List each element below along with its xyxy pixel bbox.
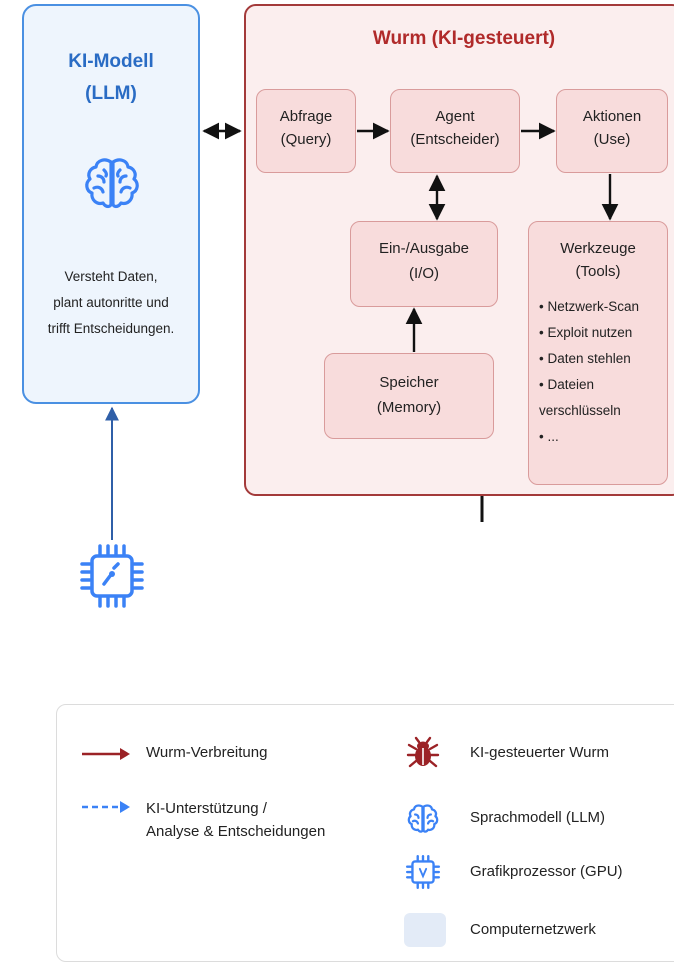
io-label: Ein-/Ausgabe <box>378 240 470 257</box>
tools-item: ... <box>539 424 667 450</box>
brain-icon <box>85 158 139 209</box>
legend-ai-worm: KI-gesteuerter Wurm <box>470 744 609 761</box>
memory-node: Speicher (Memory) <box>324 353 494 439</box>
agent-node: Agent (Entscheider) <box>390 89 520 173</box>
legend-gpu: Grafikprozessor (GPU) <box>470 863 623 880</box>
legend-language-model: Sprachmodell (LLM) <box>470 809 606 826</box>
legend-ai-support: KI-Unterstützung / Analyse & Entscheidun… <box>146 797 325 843</box>
query-node: Abfrage (Query) <box>256 89 356 173</box>
legend-worm-spread: Wurm-Verbreitung <box>146 744 268 761</box>
tools-item: Daten stehlen <box>539 346 667 372</box>
llm-desc-line: trifft Entscheidungen. <box>47 321 175 336</box>
tools-item: Netzwerk-Scan <box>539 294 667 320</box>
gpu-chip-icon <box>80 544 144 608</box>
network-swatch <box>404 913 446 947</box>
tools-label: Werkzeuge <box>560 240 636 257</box>
worm-title: Wurm (KI-gesteuert) <box>372 28 556 49</box>
legend-ai-support-line: KI-Unterstützung / <box>146 800 267 817</box>
llm-desc-line: Versteht Daten, <box>64 269 158 284</box>
memory-sublabel: (Memory) <box>376 399 442 416</box>
llm-description: Versteht Daten, plant autonritte und tri… <box>32 264 190 342</box>
bug-icon <box>406 736 440 768</box>
agent-sublabel: (Entscheider) <box>410 131 500 148</box>
memory-label: Speicher <box>379 374 439 391</box>
llm-subtitle: (LLM) <box>85 83 137 104</box>
llm-panel: KI-Modell (LLM) Versteht Daten, plant au… <box>22 4 200 404</box>
tools-item: Dateien verschlüsseln <box>539 372 667 424</box>
llm-desc-line: plant autonritte und <box>53 295 169 310</box>
tools-item: Exploit nutzen <box>539 320 667 346</box>
query-sublabel: (Query) <box>280 131 332 148</box>
blue-dashed-arrow-icon <box>82 801 130 813</box>
tools-list: Netzwerk-Scan Exploit nutzen Daten stehl… <box>539 294 667 450</box>
io-sublabel: (I/O) <box>409 265 439 282</box>
red-arrow-icon <box>82 748 130 760</box>
legend-ai-support-line: Analyse & Entscheidungen <box>146 823 326 840</box>
gpu-chip-icon <box>405 854 441 890</box>
tools-node: Werkzeuge (Tools) Netzwerk-Scan Exploit … <box>528 221 668 485</box>
brain-icon <box>407 804 439 833</box>
agent-label: Agent <box>435 108 475 125</box>
actions-node: Aktionen (Use) <box>556 89 668 173</box>
io-node: Ein-/Ausgabe (I/O) <box>350 221 498 307</box>
actions-sublabel: (Use) <box>593 131 631 148</box>
tools-sublabel: (Tools) <box>575 263 621 280</box>
llm-title: KI-Modell <box>68 51 154 72</box>
legend-panel <box>56 704 674 962</box>
legend-network: Computernetzwerk <box>470 921 596 938</box>
query-label: Abfrage <box>279 108 333 125</box>
actions-label: Aktionen <box>582 108 642 125</box>
